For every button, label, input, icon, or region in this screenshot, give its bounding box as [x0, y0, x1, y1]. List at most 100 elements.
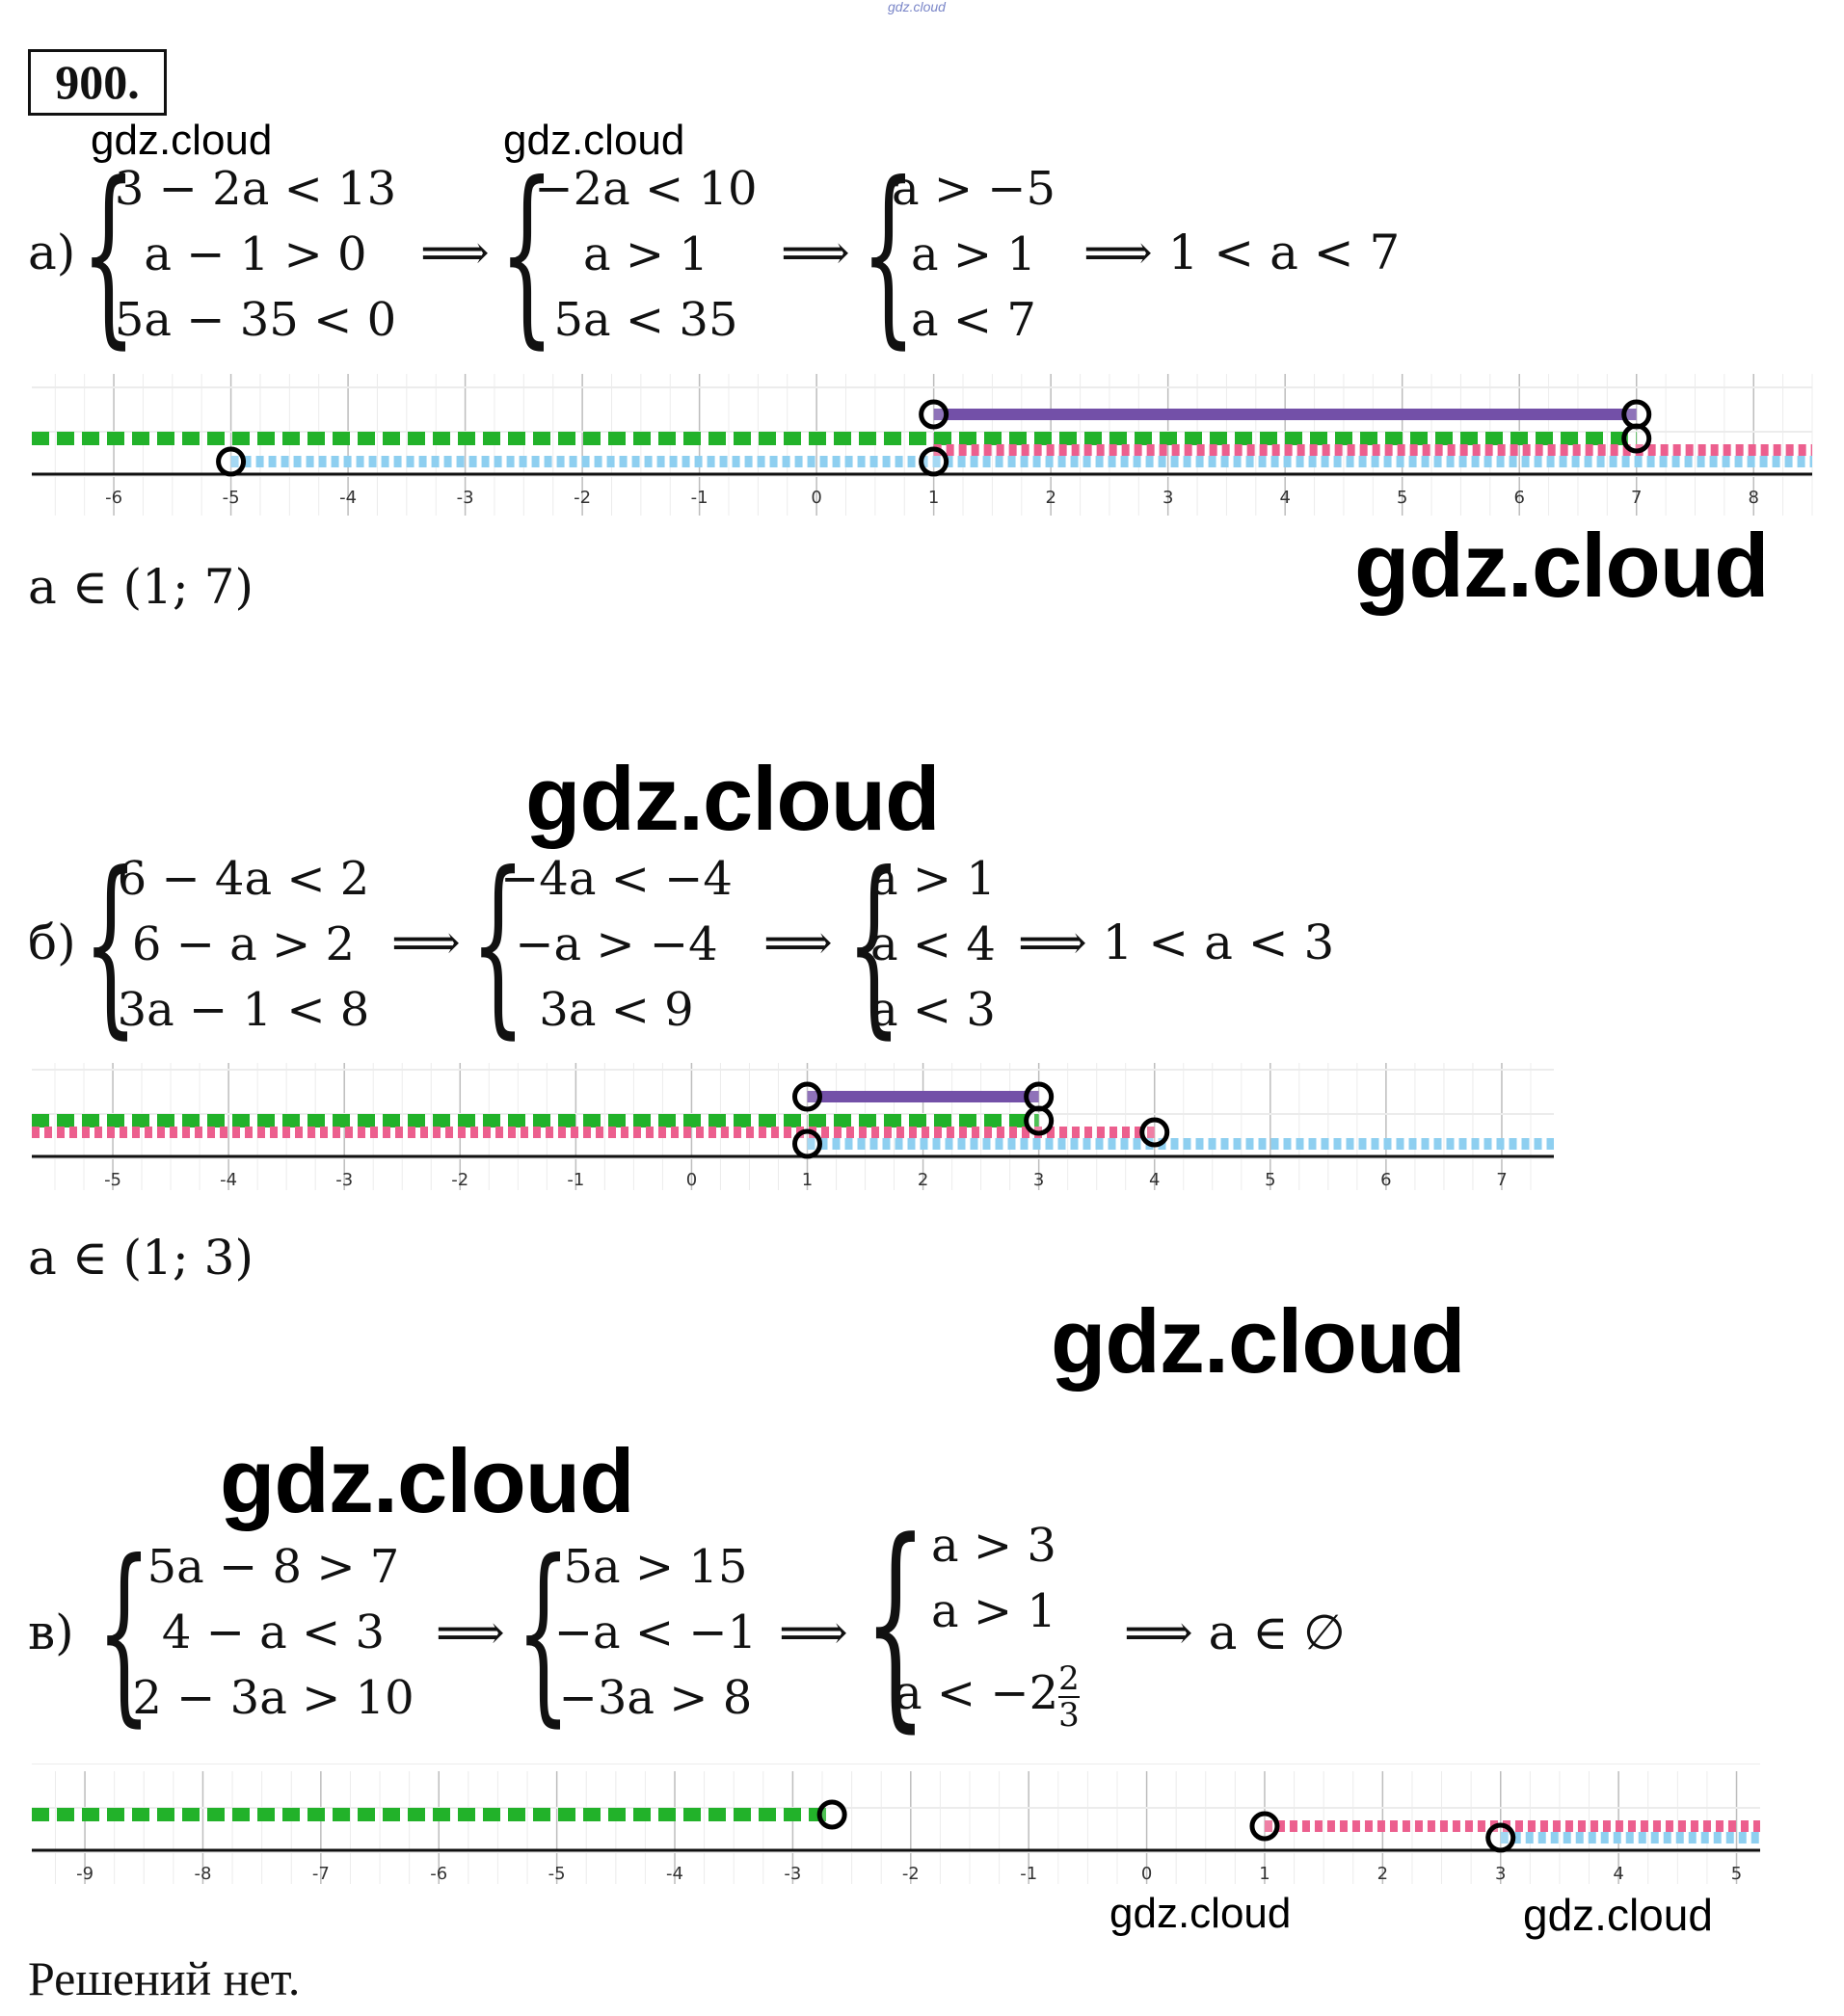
implies-arrow: ⟹	[391, 915, 461, 970]
tick-label: 2	[918, 1170, 928, 1190]
tick-label: 0	[811, 488, 821, 508]
part-a-label: а)	[28, 225, 76, 280]
tick-label: -3	[335, 1170, 353, 1190]
result-a: ⟹ 1 < a < 7	[1083, 225, 1401, 280]
inequality: a < −2	[895, 1666, 1059, 1720]
watermark: gdz.cloud	[1354, 515, 1770, 616]
implies-arrow: ⟹	[436, 1605, 505, 1660]
system-a-3: a > −5 a > 1 a < 7	[882, 162, 1065, 358]
brace: {	[96, 1520, 152, 1744]
brace: {	[81, 142, 137, 366]
inequality: a < 3	[870, 983, 996, 1037]
open-point	[1621, 399, 1652, 430]
tick-label: 6	[1513, 488, 1524, 508]
tick-label: 3	[1163, 488, 1173, 508]
implies-arrow: ⟹	[779, 1605, 848, 1660]
brace: {	[864, 1495, 927, 1752]
tick-label: 3	[1033, 1170, 1044, 1190]
brace: {	[470, 832, 526, 1056]
brace: {	[861, 142, 917, 366]
inequality: 2 − 3a > 10	[132, 1671, 414, 1725]
tick-label: -8	[194, 1864, 211, 1884]
tick-label: -5	[223, 488, 240, 508]
result-c: ⟹ a ∈ ∅	[1124, 1605, 1346, 1660]
inequality: 5a − 8 > 7	[147, 1540, 400, 1594]
tick-label: 7	[1631, 488, 1642, 508]
tick-label: 1	[802, 1170, 813, 1190]
open-point	[1485, 1822, 1516, 1853]
inequality: 6 − 4a < 2	[117, 852, 370, 906]
tick-label: 5	[1731, 1864, 1742, 1884]
numerator: 2	[1058, 1658, 1080, 1698]
watermark: gdz.cloud	[91, 117, 273, 164]
tick-label: -5	[104, 1170, 121, 1190]
inequality: 6 − a > 2	[131, 917, 356, 971]
watermark: gdz.cloud	[220, 1430, 635, 1531]
tick-label: -1	[1020, 1864, 1037, 1884]
implies-arrow: ⟹	[420, 225, 490, 280]
tick-label: -4	[339, 488, 357, 508]
system-b-3: a > 1 a < 4 a < 3	[870, 852, 1015, 1048]
inequality: −a < −1	[553, 1605, 758, 1659]
tick-label: 0	[686, 1170, 697, 1190]
inequality: a > 1	[870, 852, 996, 906]
open-point	[1024, 1081, 1055, 1112]
system-c-1: 5a − 8 > 7 4 − a < 3 2 − 3a > 10	[121, 1540, 425, 1737]
watermark: gdz.cloud	[525, 748, 941, 849]
tick-label: -4	[666, 1864, 683, 1884]
tick-label: 0	[1141, 1864, 1152, 1884]
inequality: 5a < 35	[553, 293, 738, 347]
tick-label: -2	[451, 1170, 468, 1190]
watermark: gdz.cloud	[1109, 1890, 1292, 1937]
tick-label: -3	[457, 488, 474, 508]
open-point	[1139, 1117, 1170, 1148]
open-point	[1621, 423, 1652, 454]
brace: {	[516, 1520, 572, 1744]
watermark: gdz.cloud	[1051, 1290, 1466, 1392]
brace: {	[499, 142, 555, 366]
tick-label: -9	[76, 1864, 94, 1884]
answer-a: a ∈ (1; 7)	[28, 559, 254, 615]
tick-label: 4	[1613, 1864, 1623, 1884]
inequality: 3a − 1 < 8	[117, 983, 370, 1037]
inequality: a < 4	[870, 917, 996, 971]
part-b-label: б)	[28, 915, 76, 970]
tick-label: -5	[548, 1864, 566, 1884]
inequality: a > 3	[931, 1519, 1056, 1573]
open-point	[1249, 1811, 1280, 1842]
result-b: ⟹ 1 < a < 3	[1018, 915, 1335, 970]
part-c-label: в)	[28, 1605, 74, 1660]
inequality: a > 1	[931, 1584, 1056, 1638]
inequality: a > 1	[583, 227, 708, 281]
brace: {	[846, 832, 902, 1056]
tick-label: 8	[1749, 488, 1759, 508]
tick-label: 6	[1380, 1170, 1391, 1190]
answer-b: a ∈ (1; 3)	[28, 1230, 254, 1286]
watermark: gdz.cloud	[1523, 1890, 1713, 1940]
implies-arrow: ⟹	[763, 915, 833, 970]
inequality: 3 − 2a < 13	[114, 162, 397, 216]
inequality: −4a < −4	[500, 852, 733, 906]
inequality: −a > −4	[515, 917, 718, 971]
open-point	[816, 1799, 847, 1830]
system-a-2: −2a < 10 a > 1 5a < 35	[525, 162, 766, 358]
tick-label: -4	[220, 1170, 237, 1190]
open-point	[919, 446, 949, 477]
top-watermark: gdz.cloud	[888, 0, 946, 14]
system-a-1: 3 − 2a < 13 a − 1 > 0 5a − 35 < 0	[106, 162, 405, 358]
open-point	[1024, 1105, 1055, 1136]
inequality: −2a < 10	[534, 162, 758, 216]
denominator: 3	[1058, 1695, 1080, 1735]
system-c-2: 5a > 15 −a < −1 −3a > 8	[540, 1540, 771, 1737]
inequality: a > −5	[891, 162, 1056, 216]
inequality: a < 7	[911, 293, 1036, 347]
inequality: 5a − 35 < 0	[114, 293, 397, 347]
tick-label: 5	[1265, 1170, 1275, 1190]
tick-label: -6	[430, 1864, 447, 1884]
system-b-1: 6 − 4a < 2 6 − a > 2 3a − 1 < 8	[106, 852, 381, 1048]
open-point	[792, 1081, 823, 1112]
tick-label: 1	[928, 488, 939, 508]
